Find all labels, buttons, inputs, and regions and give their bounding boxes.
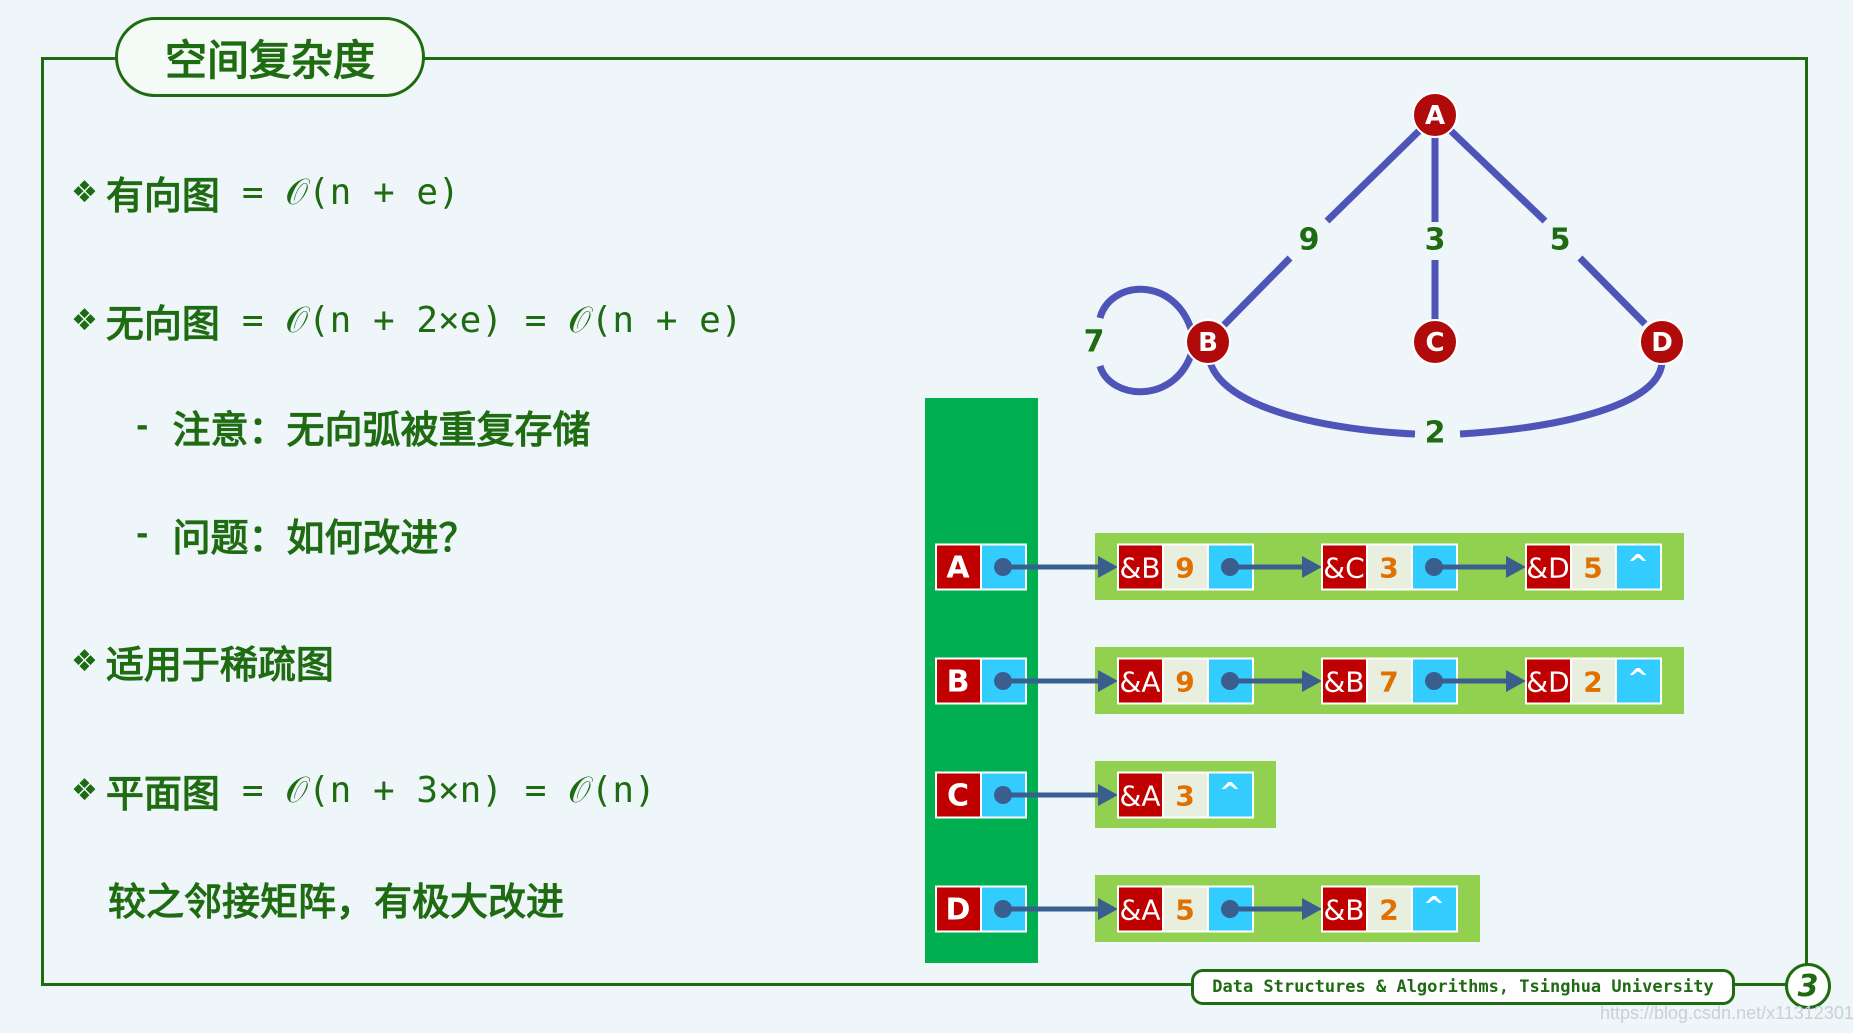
- next-pointer-cell: [1615, 657, 1662, 705]
- watermark: https://blog.csdn.net/x1131230123: [1600, 1003, 1853, 1023]
- complexity-formula: = 𝒪(n + 2×e) = 𝒪(n + e): [241, 299, 743, 341]
- bullet-marker: -: [136, 409, 149, 444]
- edge-weight-value: 3: [1379, 552, 1398, 585]
- bullet-item: ❖无向图 = 𝒪(n + 2×e) = 𝒪(n + e): [71, 293, 742, 348]
- edge-weight-label: 9: [1299, 223, 1320, 258]
- edge-weight-cell: [1162, 657, 1209, 705]
- edge-weight-value: 9: [1175, 666, 1194, 699]
- edge-ref-label: &B: [1323, 666, 1364, 699]
- arrow-head: [1302, 556, 1322, 578]
- bullet-item: -问题：如何改进？: [136, 507, 476, 562]
- edge-ref-label: &C: [1323, 552, 1364, 585]
- bullet-marker: -: [136, 517, 149, 552]
- null-pointer-symbol: ^: [1627, 550, 1649, 580]
- edge-weight-label: 5: [1550, 223, 1571, 258]
- edge-weight-cell: [1162, 771, 1209, 819]
- next-pointer-cell: [1207, 771, 1254, 819]
- vertex-cell-label: D: [946, 893, 971, 928]
- vertex-cell: [935, 885, 982, 933]
- edge-ref-cell: [1117, 771, 1164, 819]
- complexity-formula: = 𝒪(n + 3×n) = 𝒪(n): [241, 769, 656, 811]
- vertex-label: D: [1651, 328, 1673, 358]
- edge-weight-value: 2: [1379, 894, 1398, 927]
- arrow-head: [1098, 670, 1118, 692]
- edge-weight-value: 2: [1583, 666, 1602, 699]
- null-pointer-symbol: ^: [1423, 892, 1445, 922]
- edge-A-B: [1221, 127, 1423, 328]
- arrow-head: [1098, 784, 1118, 806]
- bullet-text: 适用于稀疏图: [105, 643, 334, 687]
- vertex-cell: [935, 771, 982, 819]
- vertex-cell-label: C: [947, 779, 969, 814]
- complexity-formula: = 𝒪(n + e): [241, 171, 460, 213]
- bullet-item: -注意：无向弧被重复存储: [136, 399, 590, 454]
- vertex-cell-label: B: [947, 665, 970, 700]
- bullet-text: 有向图: [105, 174, 220, 218]
- edge-ref-label: &D: [1526, 552, 1569, 585]
- edge-weight-label: 3: [1425, 223, 1446, 258]
- edge-weight-value: 5: [1583, 552, 1602, 585]
- vertex-label: A: [1425, 101, 1445, 131]
- edge-ref-label: &D: [1526, 666, 1569, 699]
- vertex-cell-label: A: [946, 551, 970, 586]
- arrow-head: [1506, 556, 1526, 578]
- edge-ref-label: &B: [1323, 894, 1364, 927]
- bullet-marker: ❖: [71, 303, 98, 338]
- bullet-marker: ❖: [71, 644, 98, 679]
- edge-B-D: [1206, 360, 1666, 438]
- edge-weight-value: 7: [1379, 666, 1398, 699]
- footer-label: Data Structures & Algorithms, Tsinghua U…: [1191, 969, 1735, 1005]
- vertex-node: [1185, 319, 1231, 365]
- arrow-head: [1302, 898, 1322, 920]
- arrow-head: [1506, 670, 1526, 692]
- vertex-cell: [935, 657, 982, 705]
- edge-ref-label: &A: [1120, 780, 1161, 813]
- edge-weight-cell: [1570, 657, 1617, 705]
- vertex-label: B: [1198, 328, 1218, 358]
- edge-ref-label: &A: [1120, 894, 1161, 927]
- bullet-text: 平面图: [105, 772, 220, 816]
- bullet-text: 问题：如何改进？: [172, 516, 477, 560]
- vertex-node: [1412, 92, 1458, 138]
- edge-ref-label: &B: [1119, 552, 1160, 585]
- next-pointer-cell: [1615, 543, 1662, 591]
- edge-weight-cell: [1366, 657, 1413, 705]
- bullet-text: 注意：无向弧被重复存储: [172, 408, 591, 452]
- edge-ref-cell: [1321, 885, 1368, 933]
- page-number: 3: [1785, 963, 1831, 1009]
- edge-A-D: [1447, 127, 1648, 327]
- bullet-marker: ❖: [71, 773, 98, 808]
- vertex-cell: [935, 543, 982, 591]
- bullet-item: 较之邻接矩阵，有极大改进: [108, 871, 564, 926]
- null-pointer-symbol: ^: [1219, 778, 1241, 808]
- slide-frame: [41, 57, 1808, 986]
- edge-ref-cell: [1321, 657, 1368, 705]
- edge-B-B: [1096, 285, 1196, 396]
- arrow-head: [1098, 898, 1118, 920]
- bullet-item: ❖适用于稀疏图: [71, 634, 334, 689]
- edge-weight-value: 3: [1175, 780, 1194, 813]
- bullet-text: 无向图: [105, 302, 220, 346]
- edge-ref-label: &A: [1120, 666, 1161, 699]
- edge-weight-value: 5: [1175, 894, 1194, 927]
- bullet-item: ❖平面图 = 𝒪(n + 3×n) = 𝒪(n): [71, 763, 656, 818]
- vertex-label: C: [1425, 328, 1444, 358]
- bullet-marker: ❖: [71, 175, 98, 210]
- next-pointer-cell: [1411, 885, 1458, 933]
- vertex-node: [1639, 319, 1685, 365]
- edge-weight-label: 2: [1425, 416, 1446, 451]
- bullet-item: ❖有向图 = 𝒪(n + e): [71, 165, 460, 220]
- edge-ref-cell: [1525, 543, 1572, 591]
- edge-ref-cell: [1525, 657, 1572, 705]
- edge-weight-value: 9: [1175, 552, 1194, 585]
- bullet-text: 较之邻接矩阵，有极大改进: [108, 880, 565, 924]
- slide-title: 空间复杂度: [115, 17, 425, 97]
- null-pointer-symbol: ^: [1627, 664, 1649, 694]
- vertex-node: [1412, 319, 1458, 365]
- edge-ref-cell: [1117, 657, 1164, 705]
- edge-weight-cell: [1366, 543, 1413, 591]
- edge-weight-label: 7: [1084, 325, 1105, 360]
- arrow-head: [1098, 556, 1118, 578]
- arrow-head: [1302, 670, 1322, 692]
